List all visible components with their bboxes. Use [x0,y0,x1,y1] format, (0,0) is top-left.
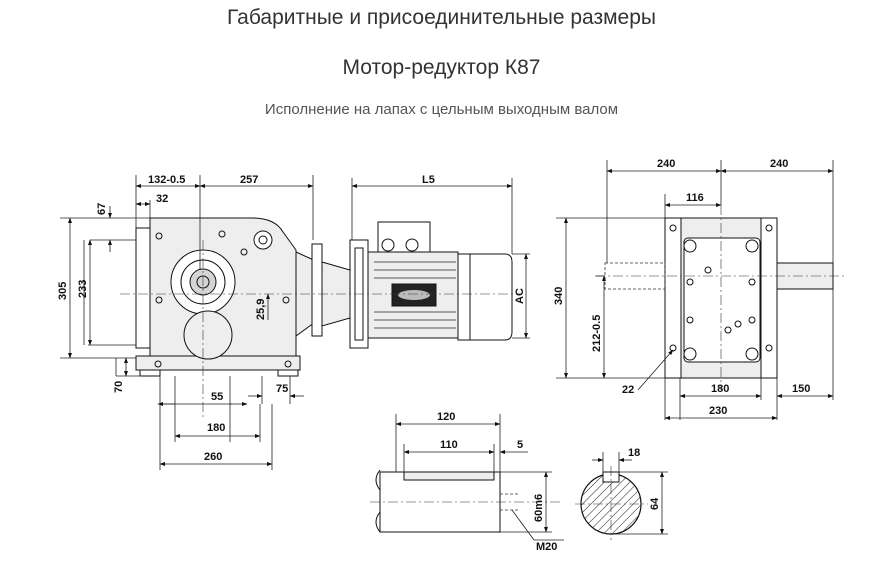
vent-plug [253,230,273,250]
shaft-hidden [604,262,666,290]
dim-305: 305 [57,282,69,300]
dim-212: 212-0.5 [591,315,603,352]
dim-233: 233 [77,280,89,298]
shaft-key [403,471,495,481]
dim-22: 22 [622,384,634,396]
dim-64: 64 [649,497,661,510]
page-title: Габаритные и присоединительные размеры [226,6,657,29]
model-title: Мотор-редуктор К87 [342,56,541,79]
dim-257: 257 [240,174,258,186]
dim-120: 120 [437,411,455,423]
dim-AC: AC [514,288,526,304]
foot-pad-left [139,369,161,377]
housing-left-flange [135,227,151,349]
dim-70: 70 [113,381,125,393]
dim-67: 67 [96,203,108,215]
motor-cooling-fins [374,261,456,329]
dim-180-side: 180 [207,422,225,434]
dim-5: 5 [517,439,523,451]
dim-18: 18 [628,447,640,459]
shaft-detail: 120 110 5 60m6 M20 [370,411,564,553]
dim-116: 116 [686,192,704,204]
dim-60m6: 60m6 [533,494,545,522]
dim-240-left: 240 [657,158,675,170]
dim-340: 340 [553,287,565,305]
dim-55: 55 [211,391,223,403]
dim-75: 75 [276,383,288,395]
dim-180-front: 180 [711,383,729,395]
dim-132: 132-0.5 [148,174,185,186]
intermediate-gear-circle [183,310,233,360]
dim-110: 110 [440,439,458,451]
motor-fan-cover [457,253,513,341]
shaft-cross-section: 18 64 [575,447,668,540]
dim-240-right: 240 [770,158,788,170]
variant-subtitle: Исполнение на лапах с цельным выходным в… [264,101,619,118]
dim-260: 260 [204,451,222,463]
dim-L5: L5 [422,174,435,186]
dim-25-9: 25,9 [255,299,267,320]
inspection-cover [683,237,761,363]
dim-32: 32 [156,193,168,205]
dim-150: 150 [792,383,810,395]
side-view: 132-0.5 32 257 L5 67 305 233 25,9 [57,174,530,470]
dim-230: 230 [709,405,727,417]
dim-M20: M20 [536,541,557,553]
foot-pad-right [277,369,299,377]
front-view: 240 240 116 340 212-0.5 22 180 150 230 [553,158,845,420]
